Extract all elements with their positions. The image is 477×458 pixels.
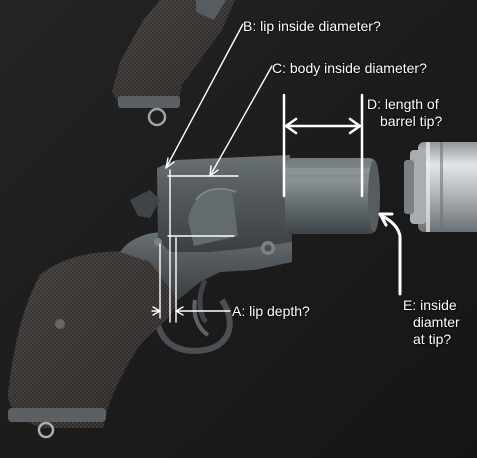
- annotation-c-label: C: body inside diameter?: [272, 60, 427, 76]
- annotation-b-label: B: lip inside diameter?: [243, 18, 381, 34]
- annotation-a-label: A: lip depth?: [232, 303, 310, 319]
- annotation-d-label: D: length of barrel tip?: [367, 96, 443, 129]
- annotation-e-label: E: inside diamter at tip?: [403, 297, 460, 347]
